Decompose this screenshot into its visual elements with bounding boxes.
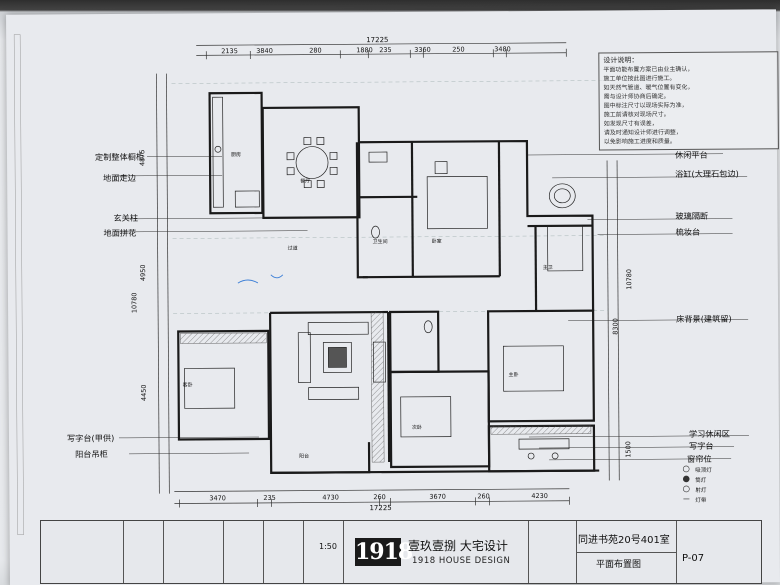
legend-icons	[682, 465, 690, 500]
room-label: 卧室	[431, 238, 442, 245]
dim-right: 10780	[625, 268, 634, 290]
dim-seg: 3470	[209, 494, 226, 503]
dim-seg: 280	[309, 46, 322, 55]
tb-notes-cell	[41, 521, 124, 583]
dim-right: 1500	[624, 441, 633, 458]
dim-left: 4450	[139, 384, 148, 402]
annotation-left: 写字台(甲供)	[66, 432, 115, 444]
legend-item: 射灯	[695, 487, 707, 494]
hatch	[180, 311, 592, 463]
dim-seg: 260	[477, 492, 490, 501]
dim-seg: 3360	[414, 45, 431, 54]
annotation-left: 阳台吊柜	[75, 448, 108, 460]
title-block	[40, 520, 762, 584]
dim-seg: 3670	[429, 492, 446, 501]
room-label: 卫生间	[372, 239, 388, 246]
annotation-right: 写字台	[689, 440, 714, 451]
annotation-right: 浴缸(大理石包边)	[675, 168, 739, 180]
room-label: 餐厅	[300, 178, 311, 185]
design-notes-box: 设计说明： 平面功能布置方案已由业主确认， 施工单位按此图进行施工。 如天然气管…	[598, 51, 779, 151]
tb-cell	[123, 521, 164, 583]
legend-item: 灯带	[695, 497, 707, 504]
annotation-right: 床背景(建筑留)	[676, 313, 732, 325]
brand-name-en: 1918 HOUSE DESIGN	[412, 556, 511, 566]
room-label: 阳台	[299, 453, 310, 460]
walls	[177, 91, 600, 474]
annotation-left: 地面拼花	[103, 227, 137, 239]
scale-value: 1:50	[319, 542, 337, 551]
tb-cell	[263, 521, 304, 583]
annotation-left: 玄关柱	[113, 212, 139, 223]
dim-seg: 260	[373, 493, 386, 502]
annotation-right: 学习休闲区	[688, 428, 730, 439]
dim-seg: 235	[379, 46, 392, 55]
dim-seg: 250	[452, 45, 465, 54]
blue-markings	[237, 274, 284, 284]
notes-line: 以免影响施工进度和质量。	[603, 138, 676, 146]
tb-divider	[576, 552, 676, 553]
project-name: 同进书苑20号401室	[578, 535, 670, 546]
dim-total-top: 17225	[366, 36, 389, 45]
room-label: 厨房	[230, 152, 242, 159]
floor-plan-drawing	[13, 34, 749, 535]
drawing-sheet: 17225 2135 3840 280 1880 235 3360 250 34…	[6, 9, 780, 585]
annotation-right: 玻璃隔断	[675, 210, 709, 222]
tb-cell	[303, 521, 344, 583]
beds	[184, 175, 584, 438]
legend-item: 吸顶灯	[695, 467, 712, 474]
dim-seg: 4230	[531, 491, 548, 501]
tb-brand-cell	[343, 521, 529, 583]
dim-right: 8300	[611, 318, 620, 335]
annotation-right: 梳妆台	[675, 226, 701, 238]
brand-logo: 1918	[355, 538, 413, 566]
dim-seg: 235	[263, 493, 276, 502]
annotation-left: 定制整体橱柜	[94, 151, 145, 163]
dimension-lines	[156, 42, 620, 508]
tb-cell	[223, 521, 264, 583]
dim-left: 10780	[130, 292, 139, 314]
dim-total-bottom: 17225	[369, 504, 392, 513]
dim-seg: 4730	[322, 493, 339, 502]
room-label: 过道	[287, 245, 298, 252]
annotation-left: 地面走边	[103, 172, 136, 184]
kitchen-counter	[212, 96, 260, 208]
dim-left: 4950	[139, 264, 148, 282]
room-label: 主卫	[542, 264, 553, 271]
room-label: 客卧	[182, 382, 193, 389]
binding-holes	[13, 34, 24, 535]
tb-cell	[163, 521, 224, 583]
brand-name: 壹玖壹捌 大宅设计	[408, 539, 508, 553]
legend-item: 筒灯	[695, 477, 707, 484]
bath-fixtures	[368, 151, 576, 334]
annotation-right: 休闲平台	[674, 149, 708, 161]
dim-seg: 2135	[221, 47, 238, 56]
dim-seg: 3480	[494, 45, 511, 54]
dim-seg: 1880	[356, 46, 373, 55]
tb-cell	[528, 521, 577, 583]
room-label: 次卧	[411, 424, 422, 431]
page-number: P-07	[682, 553, 705, 564]
annotation-right: 窗帘位	[687, 453, 712, 464]
room-label: 主卧	[508, 372, 519, 379]
sheet-name: 平面布置图	[596, 560, 642, 570]
dining-table-set	[286, 137, 338, 188]
dim-seg: 3840	[256, 46, 273, 55]
tb-project-cell	[576, 521, 677, 583]
